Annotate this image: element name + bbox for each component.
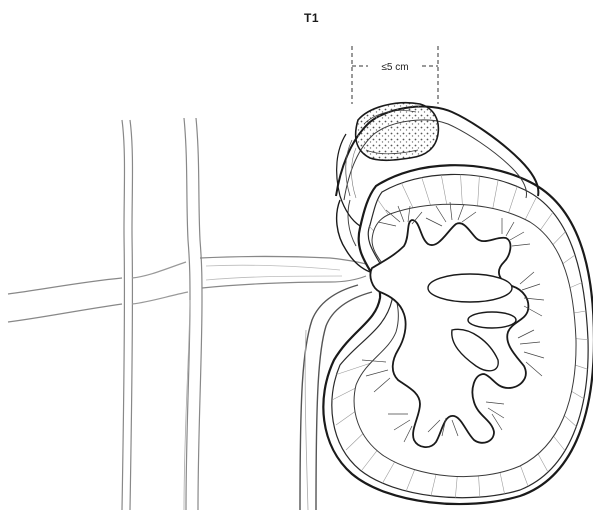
tumor	[356, 103, 439, 161]
great-vessels	[122, 118, 202, 510]
calyx-inner-oval-1	[428, 274, 512, 302]
kidney	[323, 107, 593, 505]
measurement-label: ≤5 cm	[381, 62, 408, 73]
size-measurement-bracket: ≤5 cm	[352, 46, 438, 104]
renal-vessels	[8, 257, 380, 323]
calyx-inner-oval-2	[468, 312, 516, 328]
